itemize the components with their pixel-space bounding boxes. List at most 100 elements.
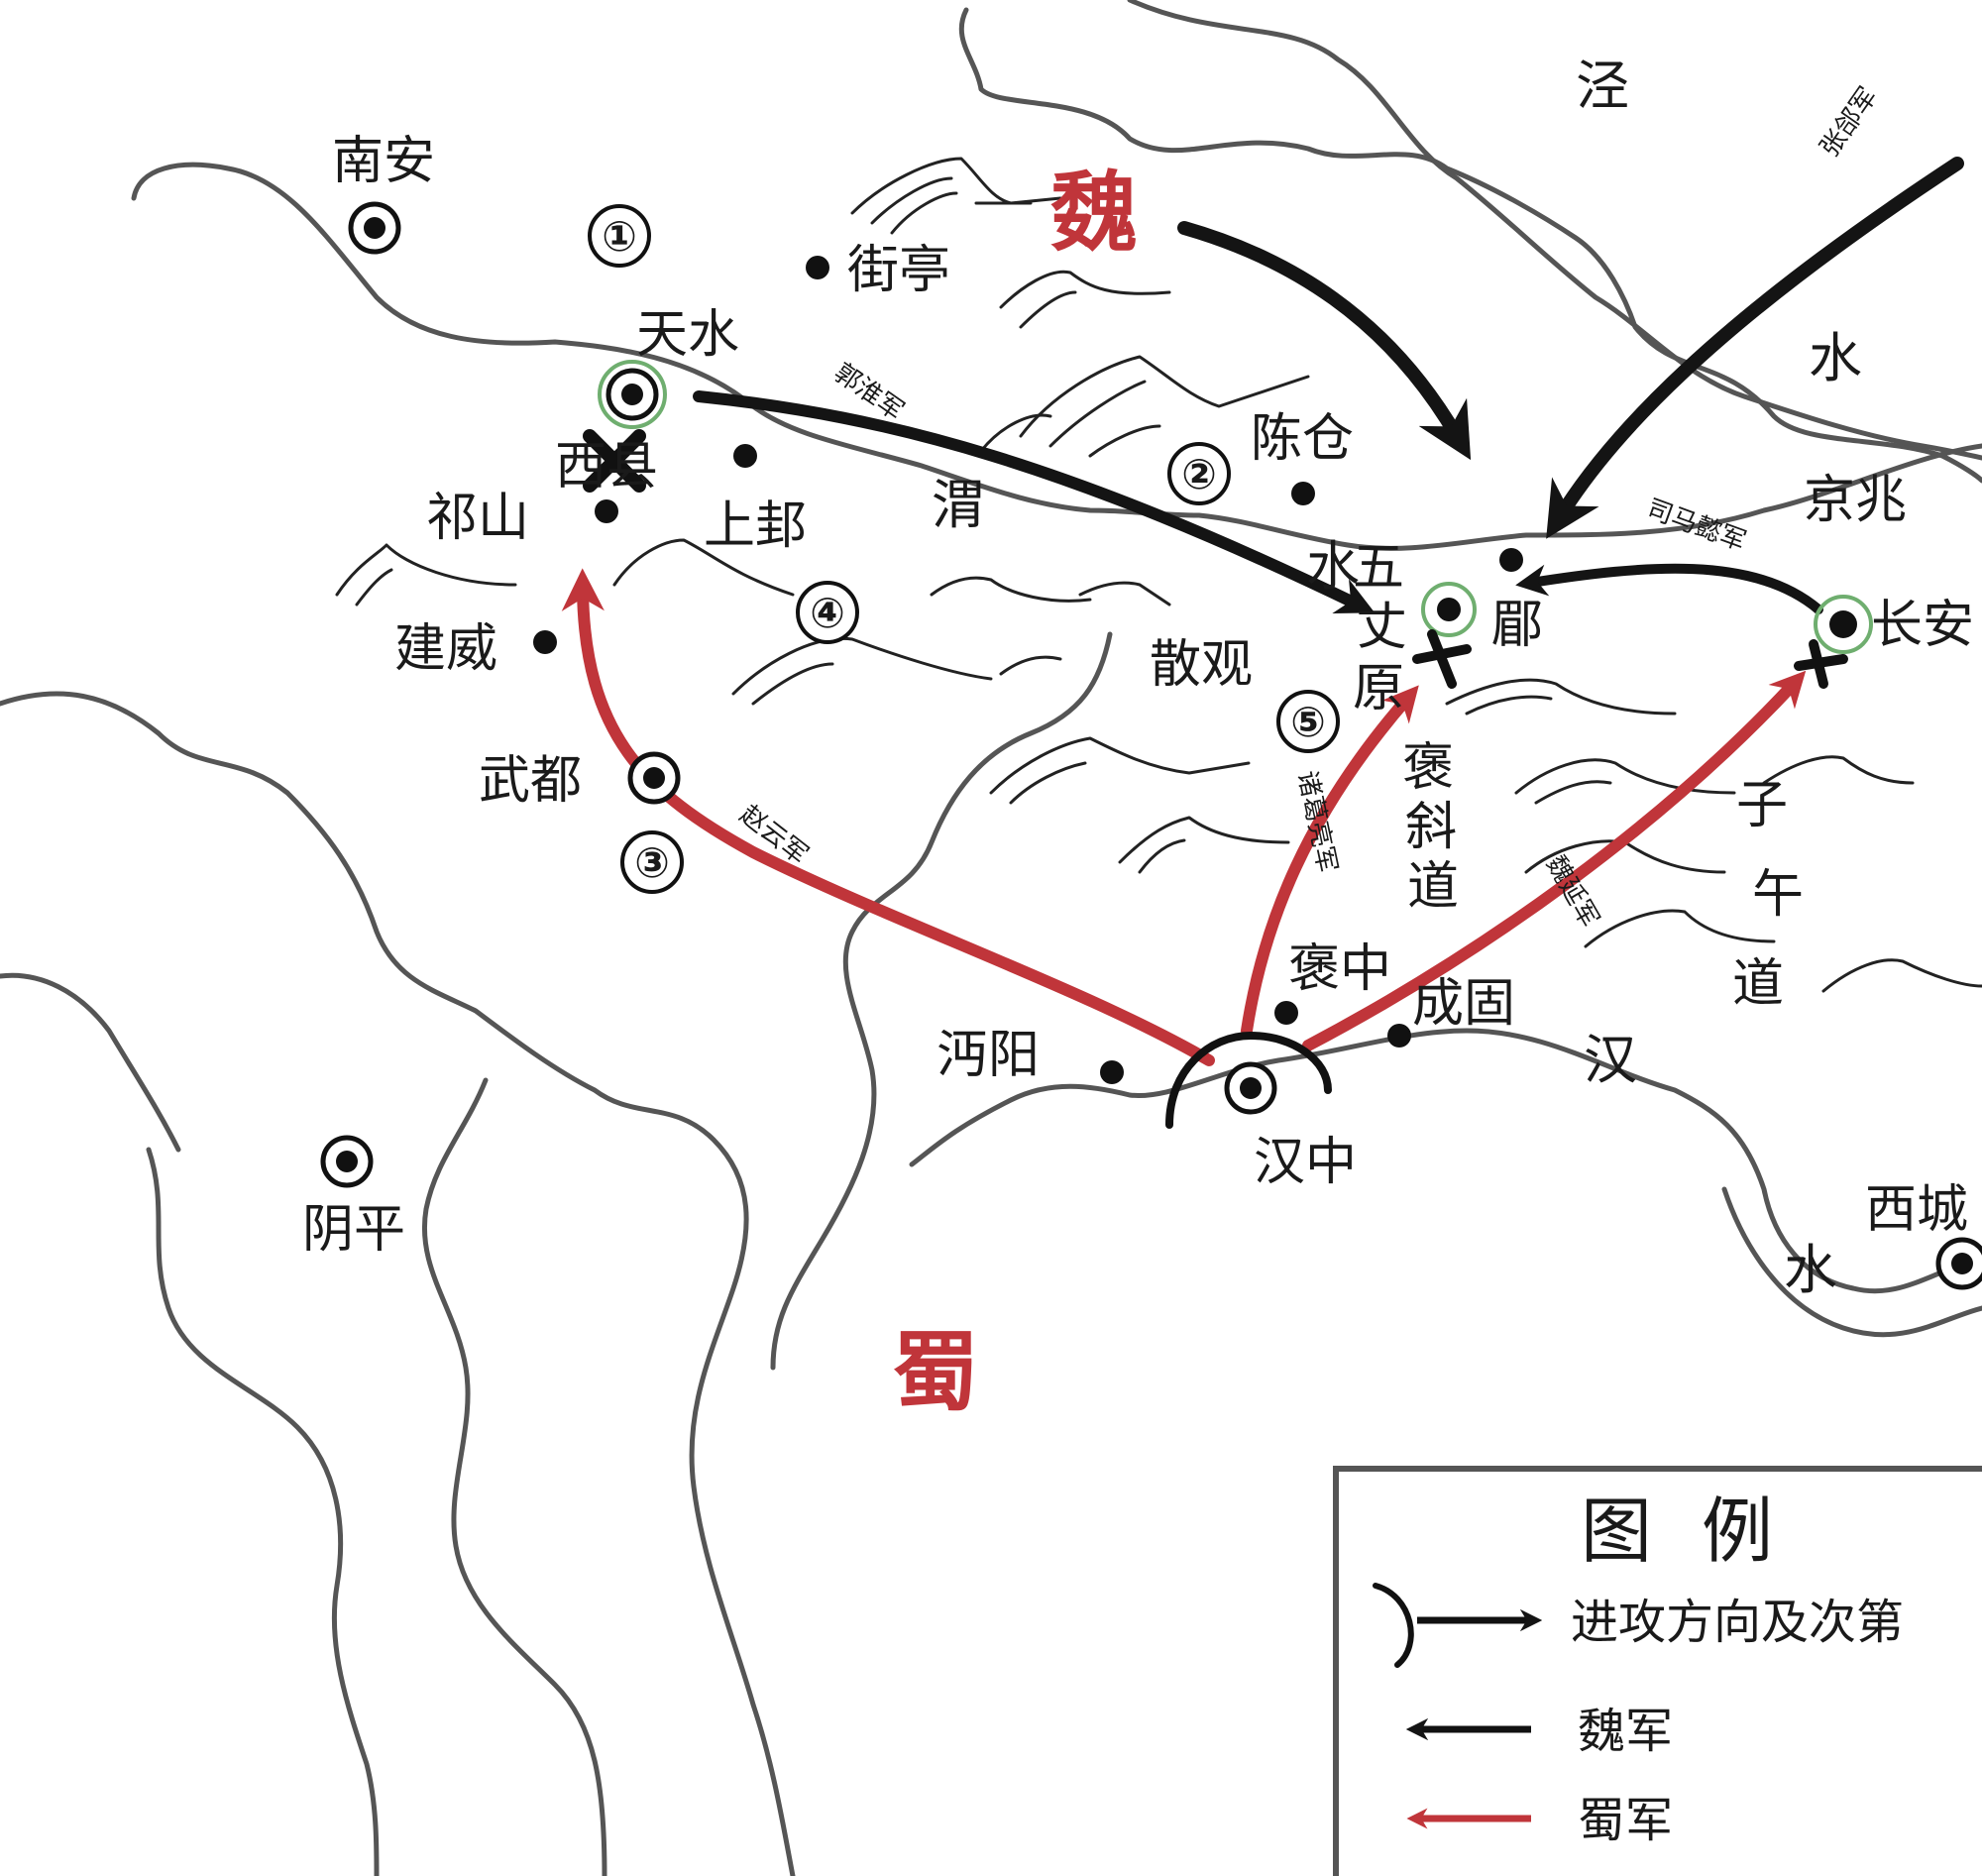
label-shanggui: 上邽 xyxy=(704,497,807,556)
mountain-group-4 xyxy=(335,538,795,607)
xixian-dot xyxy=(595,499,618,523)
jing-river-east xyxy=(1127,0,1982,461)
nanan-marker xyxy=(348,201,401,255)
place-markers xyxy=(320,201,1982,1290)
label-nanan: 南安 xyxy=(332,132,435,191)
xicheng-marker xyxy=(1935,1237,1982,1290)
xixian-cross xyxy=(583,429,646,493)
label-wuzhangyuan-c: 原 xyxy=(1353,659,1404,718)
battle-marks xyxy=(583,429,1848,689)
changan-marker xyxy=(1814,595,1873,654)
label-changan: 长安 xyxy=(1871,596,1974,655)
label-mianyang: 沔阳 xyxy=(936,1026,1040,1085)
han-river xyxy=(909,1028,1982,1294)
baishui-river xyxy=(146,1147,380,1876)
label-han-river: 汉 xyxy=(1584,1029,1637,1091)
kingdom-wei-label: 魏 xyxy=(1050,162,1138,264)
tianshui-marker xyxy=(598,360,667,429)
label-mei: 郿 xyxy=(1491,596,1543,655)
mountain-group-3 xyxy=(979,355,1310,458)
river-labels: 泾 水 渭 水 汉 水 xyxy=(932,55,1862,1301)
wuzhangyuan-cross xyxy=(1412,629,1472,689)
label-han-shui: 水 xyxy=(1784,1239,1837,1301)
jianwei-dot xyxy=(533,630,557,654)
label-qishan: 祁山 xyxy=(426,489,529,548)
jing-river-west xyxy=(958,7,1982,484)
label-wei-shui: 水 xyxy=(1306,535,1360,598)
label-baoxie-b: 斜 xyxy=(1405,798,1457,857)
label-sanguan: 散观 xyxy=(1150,635,1253,695)
label-chenggu: 成固 xyxy=(1412,974,1515,1034)
label-hanzhong: 汉中 xyxy=(1254,1133,1357,1192)
wei-main-arrow xyxy=(1177,221,1472,461)
legend: 图例 进攻方向及次第 魏军 蜀军 xyxy=(1333,1466,1982,1876)
svg-text:④: ④ xyxy=(810,589,845,637)
zhugeliang-arrow xyxy=(1241,685,1419,1037)
mountain-group-8 xyxy=(1118,816,1290,874)
step-numbers: ① ② ③ ④ ⑤ xyxy=(588,204,1340,894)
label-wei-river: 渭 xyxy=(932,474,985,536)
mountain-group-5 xyxy=(930,576,1171,607)
label-baoxie-a: 褒 xyxy=(1402,738,1454,798)
label-simayi-army: 司马懿军 xyxy=(1643,494,1750,557)
mountain-group-7 xyxy=(989,736,1251,805)
shu-arrows xyxy=(561,568,1807,1066)
jieting-dot xyxy=(806,256,829,279)
svg-text:②: ② xyxy=(1181,450,1217,498)
kingdom-shu-label: 蜀 xyxy=(892,1321,979,1423)
label-chencang: 陈仓 xyxy=(1251,409,1354,469)
mountain-group-2 xyxy=(999,270,1171,329)
step-4: ④ xyxy=(796,581,859,644)
hanzhong-marker xyxy=(1224,1061,1277,1115)
weiyan-arrow xyxy=(1302,670,1807,1051)
zhaoyun-arrow xyxy=(561,568,1215,1066)
baozhong-dot xyxy=(1274,1001,1298,1025)
legend-title: 图例 xyxy=(1581,1490,1822,1573)
wudu-marker xyxy=(627,751,681,805)
label-ziwu-c: 道 xyxy=(1732,954,1784,1014)
mountain-group-10 xyxy=(1514,758,1736,805)
label-ziwu-a: 子 xyxy=(1736,776,1788,835)
legend-item-wei: 魏军 xyxy=(1405,1704,1673,1759)
label-wuzhangyuan-b: 丈 xyxy=(1356,598,1407,657)
guohuai-arrow xyxy=(693,390,1376,613)
legend-attack-arc xyxy=(1373,1583,1414,1668)
label-jing-b: 水 xyxy=(1809,327,1862,389)
legend-item-shu: 蜀军 xyxy=(1406,1793,1673,1848)
label-xicheng: 西城 xyxy=(1865,1180,1968,1240)
mei-dot xyxy=(1499,548,1523,572)
label-jianwei: 建威 xyxy=(394,619,497,679)
place-labels: 南安 街亭 天水 西县 祁山 上邽 建威 武都 陈仓 京兆 郿 长安 散观 五 … xyxy=(302,132,1974,1260)
label-wuzhangyuan-a: 五 xyxy=(1353,538,1404,598)
simayi-arrow xyxy=(1515,563,1823,614)
legend-item-attack: 进攻方向及次第 xyxy=(1373,1583,1904,1668)
mountain-group-11 xyxy=(1524,755,1915,874)
label-jieting: 街亭 xyxy=(847,241,950,300)
changan-cross xyxy=(1794,639,1848,689)
zhanghe-arrow xyxy=(1546,157,1964,539)
label-jing-a: 泾 xyxy=(1576,55,1629,117)
shanggui-dot xyxy=(733,444,757,468)
step-5: ⑤ xyxy=(1276,690,1340,753)
label-jingzhao: 京兆 xyxy=(1804,471,1907,530)
step-3: ③ xyxy=(620,830,684,894)
han-river-south xyxy=(1721,1186,1982,1338)
svg-text:①: ① xyxy=(602,212,637,261)
legend-label-attack: 进攻方向及次第 xyxy=(1571,1595,1904,1650)
chencang-dot xyxy=(1291,482,1315,505)
label-baoxie-c: 道 xyxy=(1407,857,1459,917)
army-labels: 郭淮军 张郃军 司马懿军 赵云军 诸葛亮军 魏延军 xyxy=(734,82,1884,933)
legend-border xyxy=(1333,1466,1982,1876)
bailong-river xyxy=(0,691,796,1876)
west-branch xyxy=(0,972,181,1153)
label-wudu: 武都 xyxy=(479,751,582,811)
svg-text:⑤: ⑤ xyxy=(1290,698,1326,746)
label-ziwu-b: 午 xyxy=(1752,865,1804,925)
legend-label-wei: 魏军 xyxy=(1578,1704,1673,1759)
label-tianshui: 天水 xyxy=(636,305,739,365)
wuzhangyuan-marker xyxy=(1421,582,1477,637)
mountain-group-12 xyxy=(1584,909,1982,993)
chenggu-dot xyxy=(1387,1024,1411,1048)
hanzhong-base-arc xyxy=(1165,1031,1332,1129)
